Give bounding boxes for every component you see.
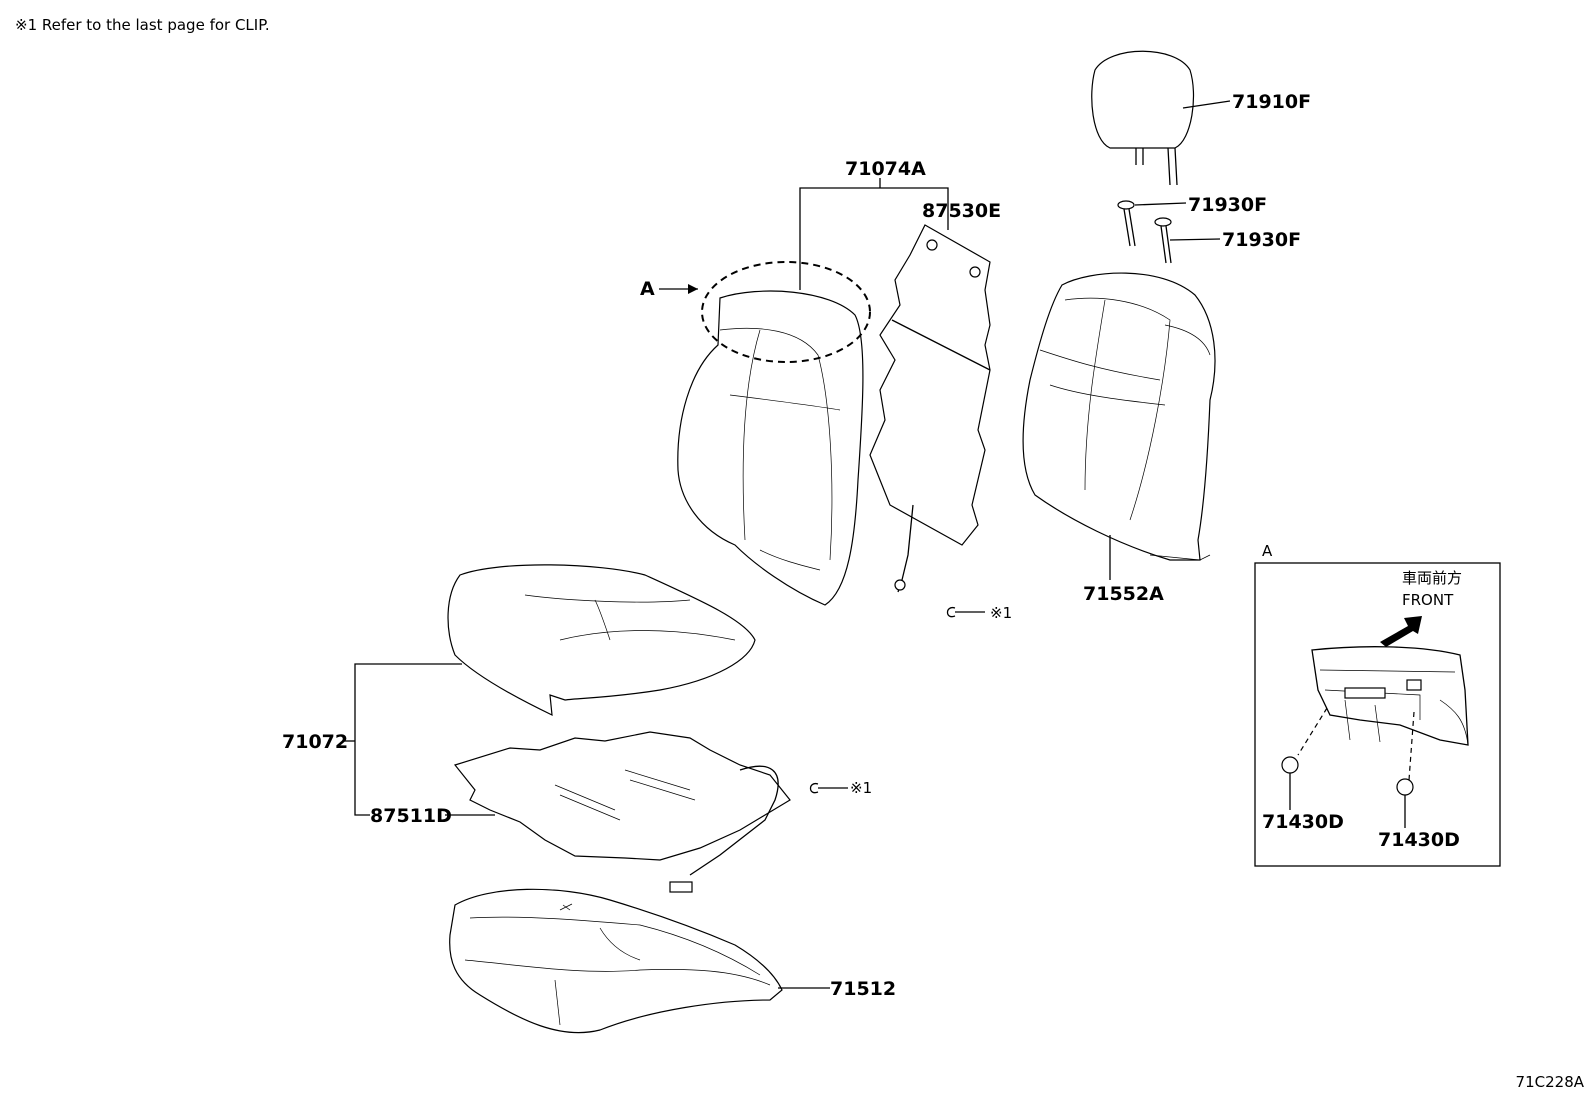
- seat-cushion-cover-drawing: [447, 564, 756, 717]
- seat-back-heater-drawing: [869, 224, 991, 593]
- clip-icon-2: [809, 783, 848, 794]
- seat-back-cover-drawing: [659, 261, 871, 606]
- detail-view-a: [1254, 562, 1501, 867]
- headrest-support-drawing-2: [1154, 217, 1221, 264]
- label-back-pad: 71552A: [1083, 583, 1164, 605]
- seat-cushion-pad-drawing: [449, 888, 830, 1034]
- label-fastener-1: 71430D: [1262, 811, 1344, 833]
- direction-label-en: FRONT: [1402, 591, 1454, 609]
- clip-ref-1: ※1: [990, 604, 1012, 622]
- direction-label-jp: 車両前方: [1402, 569, 1462, 587]
- label-cushion-heater: 87511D: [370, 805, 452, 827]
- seat-cushion-heater-drawing: [445, 731, 791, 893]
- label-cushion-cover-set: 71072: [282, 731, 348, 753]
- label-view-ref: A: [640, 278, 655, 300]
- headrest-drawing: [1091, 50, 1231, 186]
- clip-ref-2: ※1: [850, 779, 872, 797]
- label-back-cover-set: 71074A: [845, 158, 926, 180]
- clip-icon-1: [946, 607, 985, 618]
- detail-a-title: A: [1262, 542, 1273, 560]
- clip-reference-note: ※1 Refer to the last page for CLIP.: [15, 16, 270, 34]
- diagram-code: 71C228A: [1515, 1073, 1584, 1091]
- bracket-cushion-cover-set: [354, 663, 462, 816]
- bracket-back-cover-set: [799, 187, 949, 290]
- label-support-2: 71930F: [1222, 229, 1301, 251]
- seat-back-pad-drawing: [1022, 272, 1216, 580]
- label-back-heater: 87530E: [922, 200, 1001, 222]
- label-headrest: 71910F: [1232, 91, 1311, 113]
- label-support-1: 71930F: [1188, 194, 1267, 216]
- label-cushion-pad: 71512: [830, 978, 896, 1000]
- headrest-support-drawing-1: [1117, 200, 1187, 247]
- label-fastener-2: 71430D: [1378, 829, 1460, 851]
